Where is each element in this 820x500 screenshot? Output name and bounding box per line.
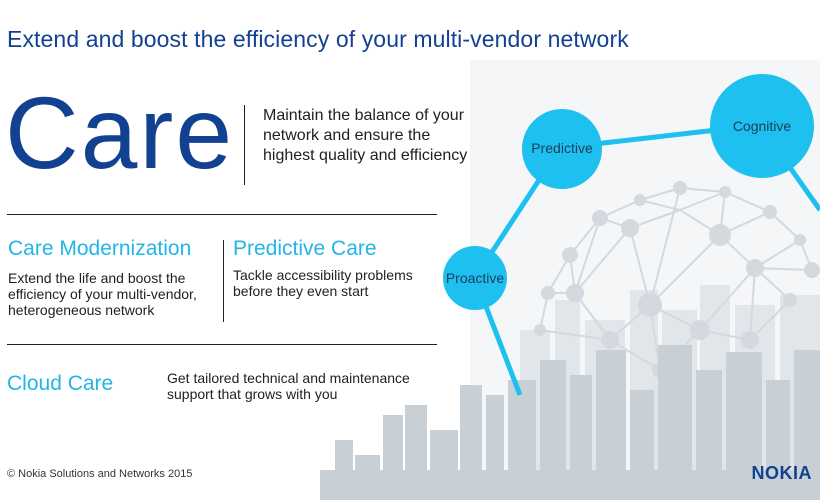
section-title-predictive-care: Predictive Care xyxy=(233,237,377,260)
node-predictive xyxy=(522,109,602,189)
page-title: Extend and boost the efficiency of your … xyxy=(7,26,629,52)
section-divider-vertical xyxy=(223,240,224,322)
section-divider-bottom xyxy=(7,344,437,345)
node-cognitive xyxy=(710,74,814,178)
hero-divider xyxy=(244,105,245,185)
section-title-care-modernization: Care Modernization xyxy=(8,237,192,260)
hero-word: Care xyxy=(5,76,235,190)
node-label-proactive: Proactive xyxy=(445,270,505,286)
section-divider-top xyxy=(7,214,437,215)
section-text-predictive-care: Tackle accessibility problems before the… xyxy=(233,267,413,299)
nokia-logo: NOKIA xyxy=(751,463,812,483)
section-text-cloud-care: Get tailored technical and maintenance s… xyxy=(167,370,410,402)
skyline-front xyxy=(320,345,820,500)
node-proactive xyxy=(443,246,507,310)
node-label-predictive: Predictive xyxy=(531,140,593,156)
node-label-cognitive: Cognitive xyxy=(732,118,792,134)
section-text-care-modernization: Extend the life and boost the efficiency… xyxy=(8,270,197,318)
hero-description: Maintain the balance of your network and… xyxy=(263,107,468,164)
geodesic-nodes xyxy=(534,181,820,378)
section-title-cloud-care: Cloud Care xyxy=(7,372,114,395)
copyright-text: © Nokia Solutions and Networks 2015 xyxy=(7,468,193,480)
